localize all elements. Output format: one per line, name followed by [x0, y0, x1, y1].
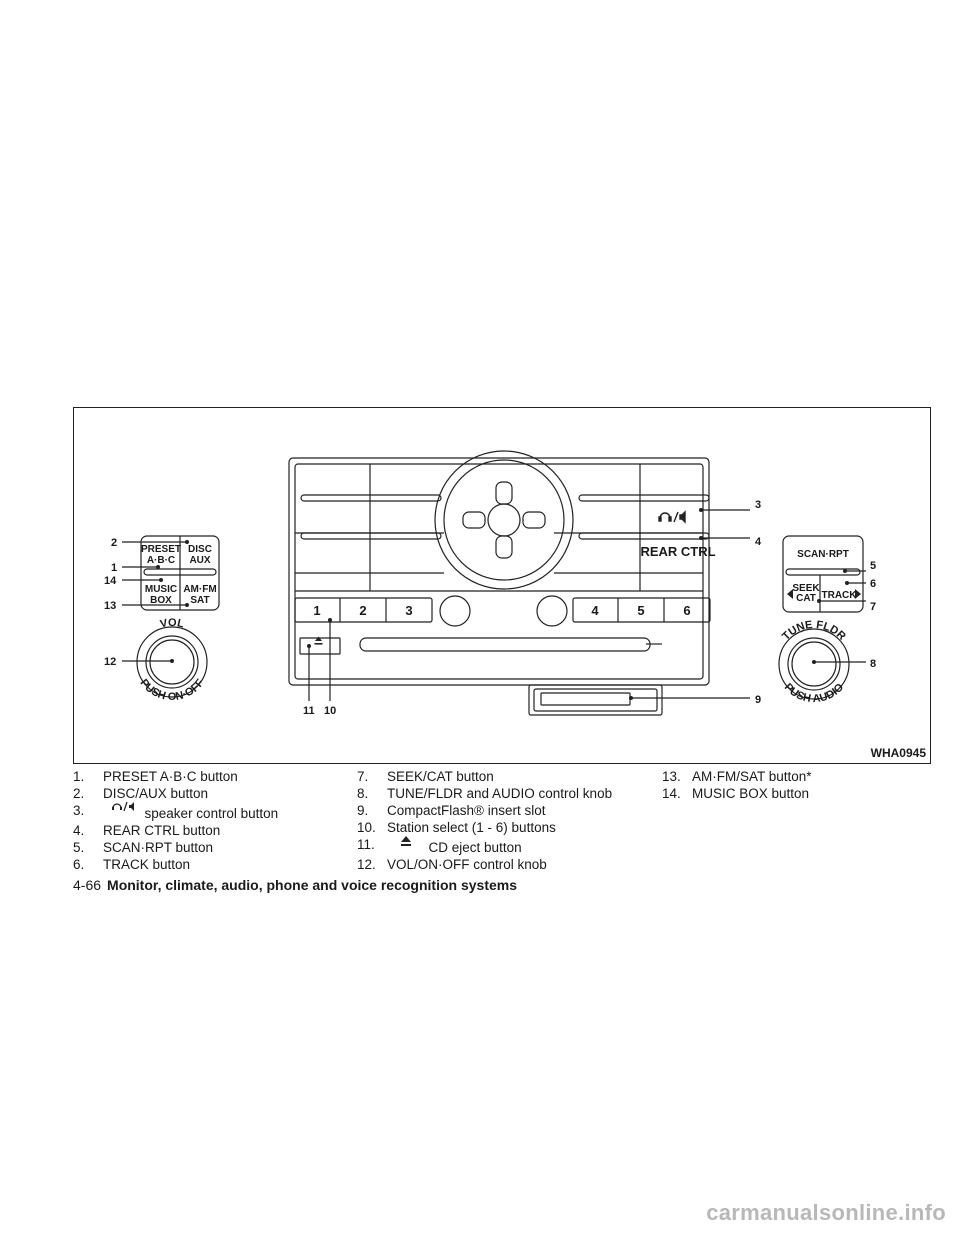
legend-column-3: 13.AM·FM/SAT button* 14.MUSIC BOX button — [662, 768, 902, 802]
audio-unit-diagram: PRESET A·B·C DISC AUX MUSIC BOX AM·FM SA… — [104, 450, 876, 717]
eject-icon — [400, 836, 411, 847]
station-button-4: 4 — [591, 603, 599, 618]
tune-knob-bottom-label: PUSH AUDIO — [782, 681, 847, 705]
legend-item-11: 11. CD eject button — [357, 836, 522, 855]
legend-item-12: 12.VOL/ON·OFF control knob — [357, 857, 547, 872]
legend-item-10: 10.Station select (1 - 6) buttons — [357, 820, 556, 835]
seek-label-2: CAT — [796, 593, 816, 604]
legend-item-3: 3. speaker control button — [73, 802, 358, 822]
audio-unit-figure: PRESET A·B·C DISC AUX MUSIC BOX AM·FM SA… — [73, 407, 931, 764]
callout-3: 3 — [755, 499, 761, 511]
callout-9: 9 — [755, 694, 761, 706]
station-button-3: 3 — [405, 603, 412, 618]
eject-icon — [314, 636, 323, 645]
seek-label-1: SEEK — [792, 583, 820, 594]
legend-column-1: 1.PRESET A·B·C button 2.DISC/AUX button … — [73, 768, 358, 873]
callout-8: 8 — [870, 658, 876, 670]
left-arrow-icon — [787, 589, 793, 599]
callout-11: 11 — [303, 705, 315, 717]
headphone-speaker-icon — [111, 802, 134, 812]
callout-1: 1 — [111, 562, 117, 574]
station-button-2: 2 — [359, 603, 366, 618]
legend-item-9: 9.CompactFlash® insert slot — [357, 803, 546, 818]
legend-item-14: 14.MUSIC BOX button — [662, 786, 810, 801]
legend-item-5: 5.SCAN·RPT button — [73, 840, 214, 855]
music-label-2: BOX — [150, 595, 172, 606]
vol-knob-bottom-label: PUSH ON·OFF — [138, 677, 207, 703]
callout-13: 13 — [104, 600, 116, 612]
callout-4: 4 — [755, 536, 762, 548]
amfm-label-1: AM·FM — [183, 584, 216, 595]
station-button-6: 6 — [683, 603, 690, 618]
legend-item-7: 7.SEEK/CAT button — [357, 769, 494, 784]
vol-knob-top-label: VOL — [159, 617, 185, 631]
legend-item-4: 4.REAR CTRL button — [73, 823, 221, 838]
headphone-speaker-icon — [658, 510, 686, 524]
right-arrow-icon — [855, 589, 861, 599]
station-button-5: 5 — [637, 603, 644, 618]
figure-code: WHA0945 — [870, 746, 926, 760]
disc-label-1: DISC — [188, 544, 212, 555]
station-button-1: 1 — [313, 603, 320, 618]
callout-12: 12 — [104, 656, 116, 668]
page-number: 4-66 — [73, 877, 102, 893]
callout-2: 2 — [111, 537, 117, 549]
legend-item-1: 1.PRESET A·B·C button — [73, 769, 238, 784]
callout-14: 14 — [104, 575, 117, 587]
callout-10: 10 — [324, 705, 336, 717]
watermark: carmanualsonline.info — [706, 1200, 946, 1225]
callout-6: 6 — [870, 578, 876, 590]
callout-7: 7 — [870, 601, 876, 613]
legend-column-2: 7.SEEK/CAT button 8.TUNE/FLDR and AUDIO … — [357, 768, 657, 873]
disc-label-2: AUX — [189, 555, 210, 566]
legend-item-8: 8.TUNE/FLDR and AUDIO control knob — [357, 786, 613, 801]
section-title: Monitor, climate, audio, phone and voice… — [107, 877, 517, 893]
scan-rpt-label: SCAN·RPT — [797, 549, 849, 560]
legend-item-6: 6.TRACK button — [73, 857, 191, 872]
tune-knob-top-label: TUNE FLDR — [780, 619, 848, 643]
preset-label-1: PRESET — [141, 544, 181, 555]
page-footer: 4-66 Monitor, climate, audio, phone and v… — [73, 877, 517, 893]
legend-item-2: 2.DISC/AUX button — [73, 786, 209, 801]
amfm-label-2: SAT — [190, 595, 209, 606]
callout-5: 5 — [870, 560, 876, 572]
music-label-1: MUSIC — [145, 584, 177, 595]
track-label: TRACK — [822, 590, 858, 601]
preset-label-2: A·B·C — [147, 555, 175, 566]
legend-item-13: 13.AM·FM/SAT button* — [662, 769, 812, 784]
rear-ctrl-label: REAR CTRL — [640, 544, 715, 559]
